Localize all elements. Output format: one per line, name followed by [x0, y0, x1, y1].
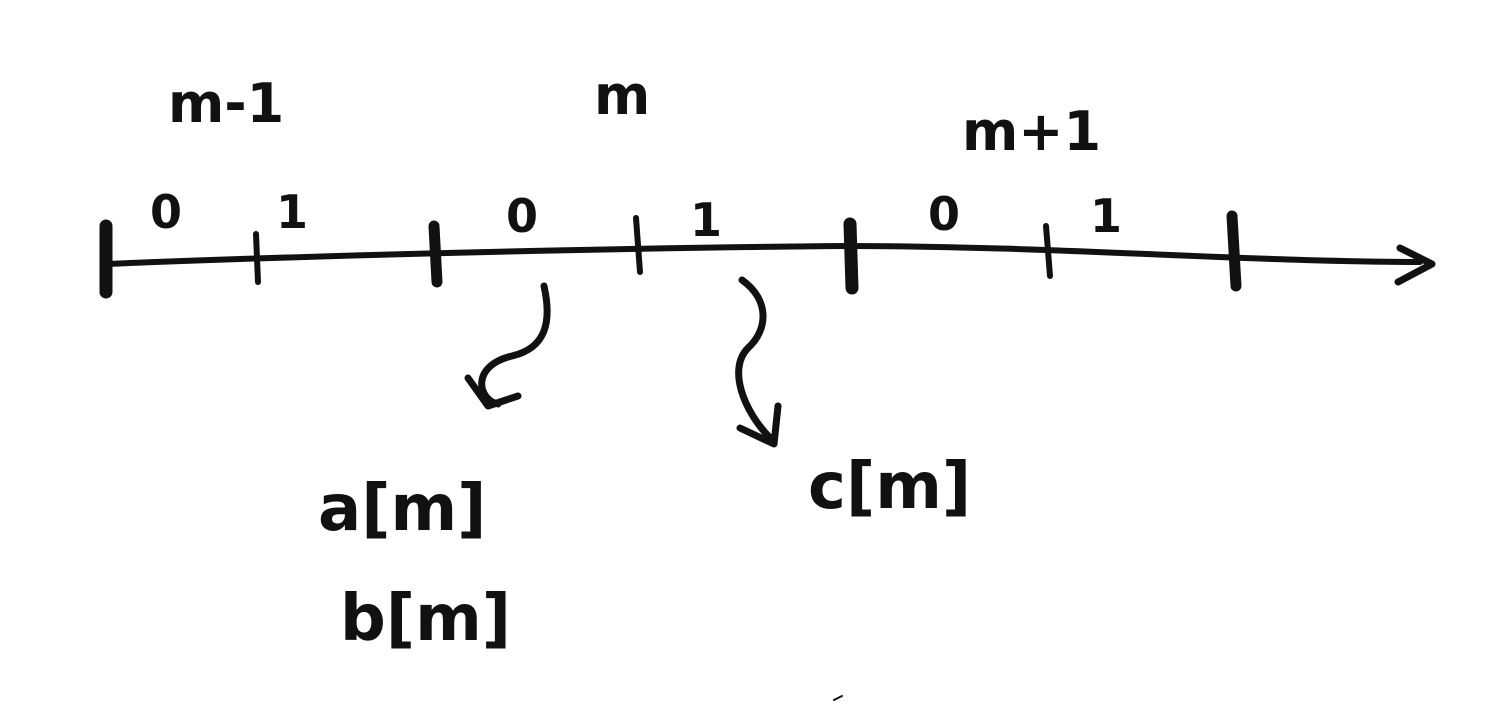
- curly-arrow: [735, 276, 776, 444]
- boundary-marker: [1226, 210, 1242, 292]
- boundary-marker: [428, 220, 443, 288]
- arrowhead: [736, 402, 782, 448]
- phase-tick: [253, 231, 261, 285]
- phase-tick: [1043, 223, 1053, 279]
- group-label: m-1: [168, 72, 284, 135]
- boundary-marker: [843, 217, 859, 295]
- phase-label: 0: [928, 187, 960, 241]
- signal-label: b[m]: [340, 582, 511, 656]
- phase-tick: [633, 215, 643, 275]
- axis-arrowhead: [1394, 244, 1436, 286]
- stray-mark: [833, 695, 843, 701]
- group-label: m: [594, 64, 650, 127]
- curly-arrow: [478, 282, 551, 408]
- arrowhead: [464, 374, 522, 410]
- phase-label: 1: [690, 193, 722, 247]
- signal-label: a[m]: [318, 472, 486, 546]
- time-axis: [102, 243, 1423, 267]
- signal-label: c[m]: [808, 450, 971, 524]
- phase-label: 1: [276, 185, 308, 239]
- phase-label: 0: [150, 185, 182, 239]
- group-label: m+1: [962, 100, 1101, 163]
- phase-label: 1: [1090, 189, 1122, 243]
- phase-label: 0: [506, 189, 538, 243]
